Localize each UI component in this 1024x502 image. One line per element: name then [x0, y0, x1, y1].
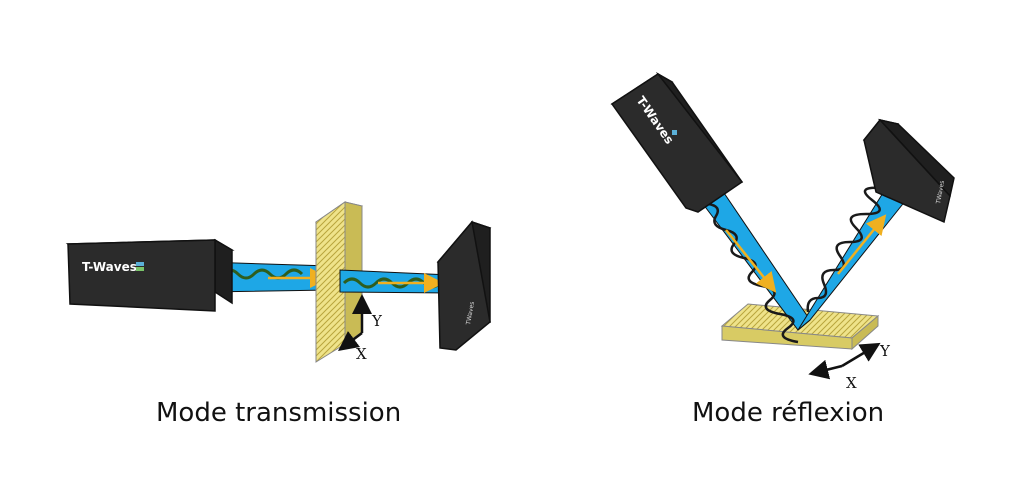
transmission-caption: Mode transmission [156, 398, 402, 428]
transmission-axis-y-label: Y [371, 312, 383, 330]
reflection-beam-reflected [797, 186, 907, 331]
reflection-axes: Y X [808, 342, 891, 392]
reflection-emitter-device: T-Waves [610, 71, 744, 213]
transmission-setup: T-Waves TWaves Y X [65, 201, 492, 363]
transmission-emitter-device: T-Waves [65, 238, 235, 312]
transmission-detector-device: TWaves [436, 220, 492, 351]
transmission-axis-x-label: X [356, 345, 367, 363]
transmission-detector-label: TWaves [465, 301, 476, 326]
transmission-emitter-label: T-Waves [82, 260, 137, 274]
reflection-axis-x-label: X [846, 374, 857, 392]
transmission-beam-transmitted [339, 269, 451, 294]
transmission-axes: Y X [338, 294, 383, 363]
reflection-setup: T-Waves TWaves Y X [610, 71, 955, 392]
reflection-axis-y-label: Y [879, 342, 891, 360]
reflection-detector-device: TWaves [862, 118, 955, 224]
reflection-detector-label: TWaves [935, 180, 946, 205]
reflection-caption: Mode réflexion [692, 398, 885, 428]
